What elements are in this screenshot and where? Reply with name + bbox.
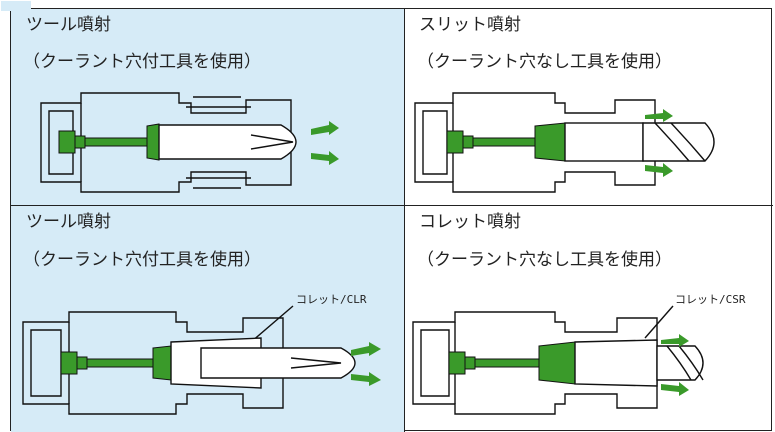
panel-title: ツール噴射 (26, 15, 111, 35)
panel-title: スリット噴射 (419, 15, 521, 35)
panel-slit-spray: スリット噴射 （クーラント穴なし工具を使用） (405, 9, 773, 206)
holder-slit-spray-diagram (414, 92, 715, 193)
panel-subtitle: （クーラント穴付工具を使用） (23, 52, 261, 72)
panel-tool-spray-1: ツール噴射 （クーラント穴付工具を使用） (11, 9, 405, 206)
holder-collet-csr-diagram (412, 305, 704, 415)
panel-tool-spray-2: ツール噴射 （クーラント穴付工具を使用） コレット/CLR (11, 206, 405, 432)
panel-subtitle: （クーラント穴なし工具を使用） (417, 250, 672, 270)
panel-title: コレット噴射 (419, 212, 521, 232)
holder-collet-clr-diagram (22, 305, 381, 415)
collet-csr-callout: コレット/CSR (675, 293, 746, 306)
holder-tool-spray-diagram (40, 92, 339, 193)
panel-subtitle: （クーラント穴なし工具を使用） (417, 52, 672, 72)
panel-title: ツール噴射 (26, 212, 111, 232)
panel-collet-spray: コレット噴射 （クーラント穴なし工具を使用） コレット/CSR (405, 206, 773, 432)
panel-subtitle: （クーラント穴付工具を使用） (23, 250, 261, 270)
collet-clr-callout: コレット/CLR (296, 293, 367, 306)
